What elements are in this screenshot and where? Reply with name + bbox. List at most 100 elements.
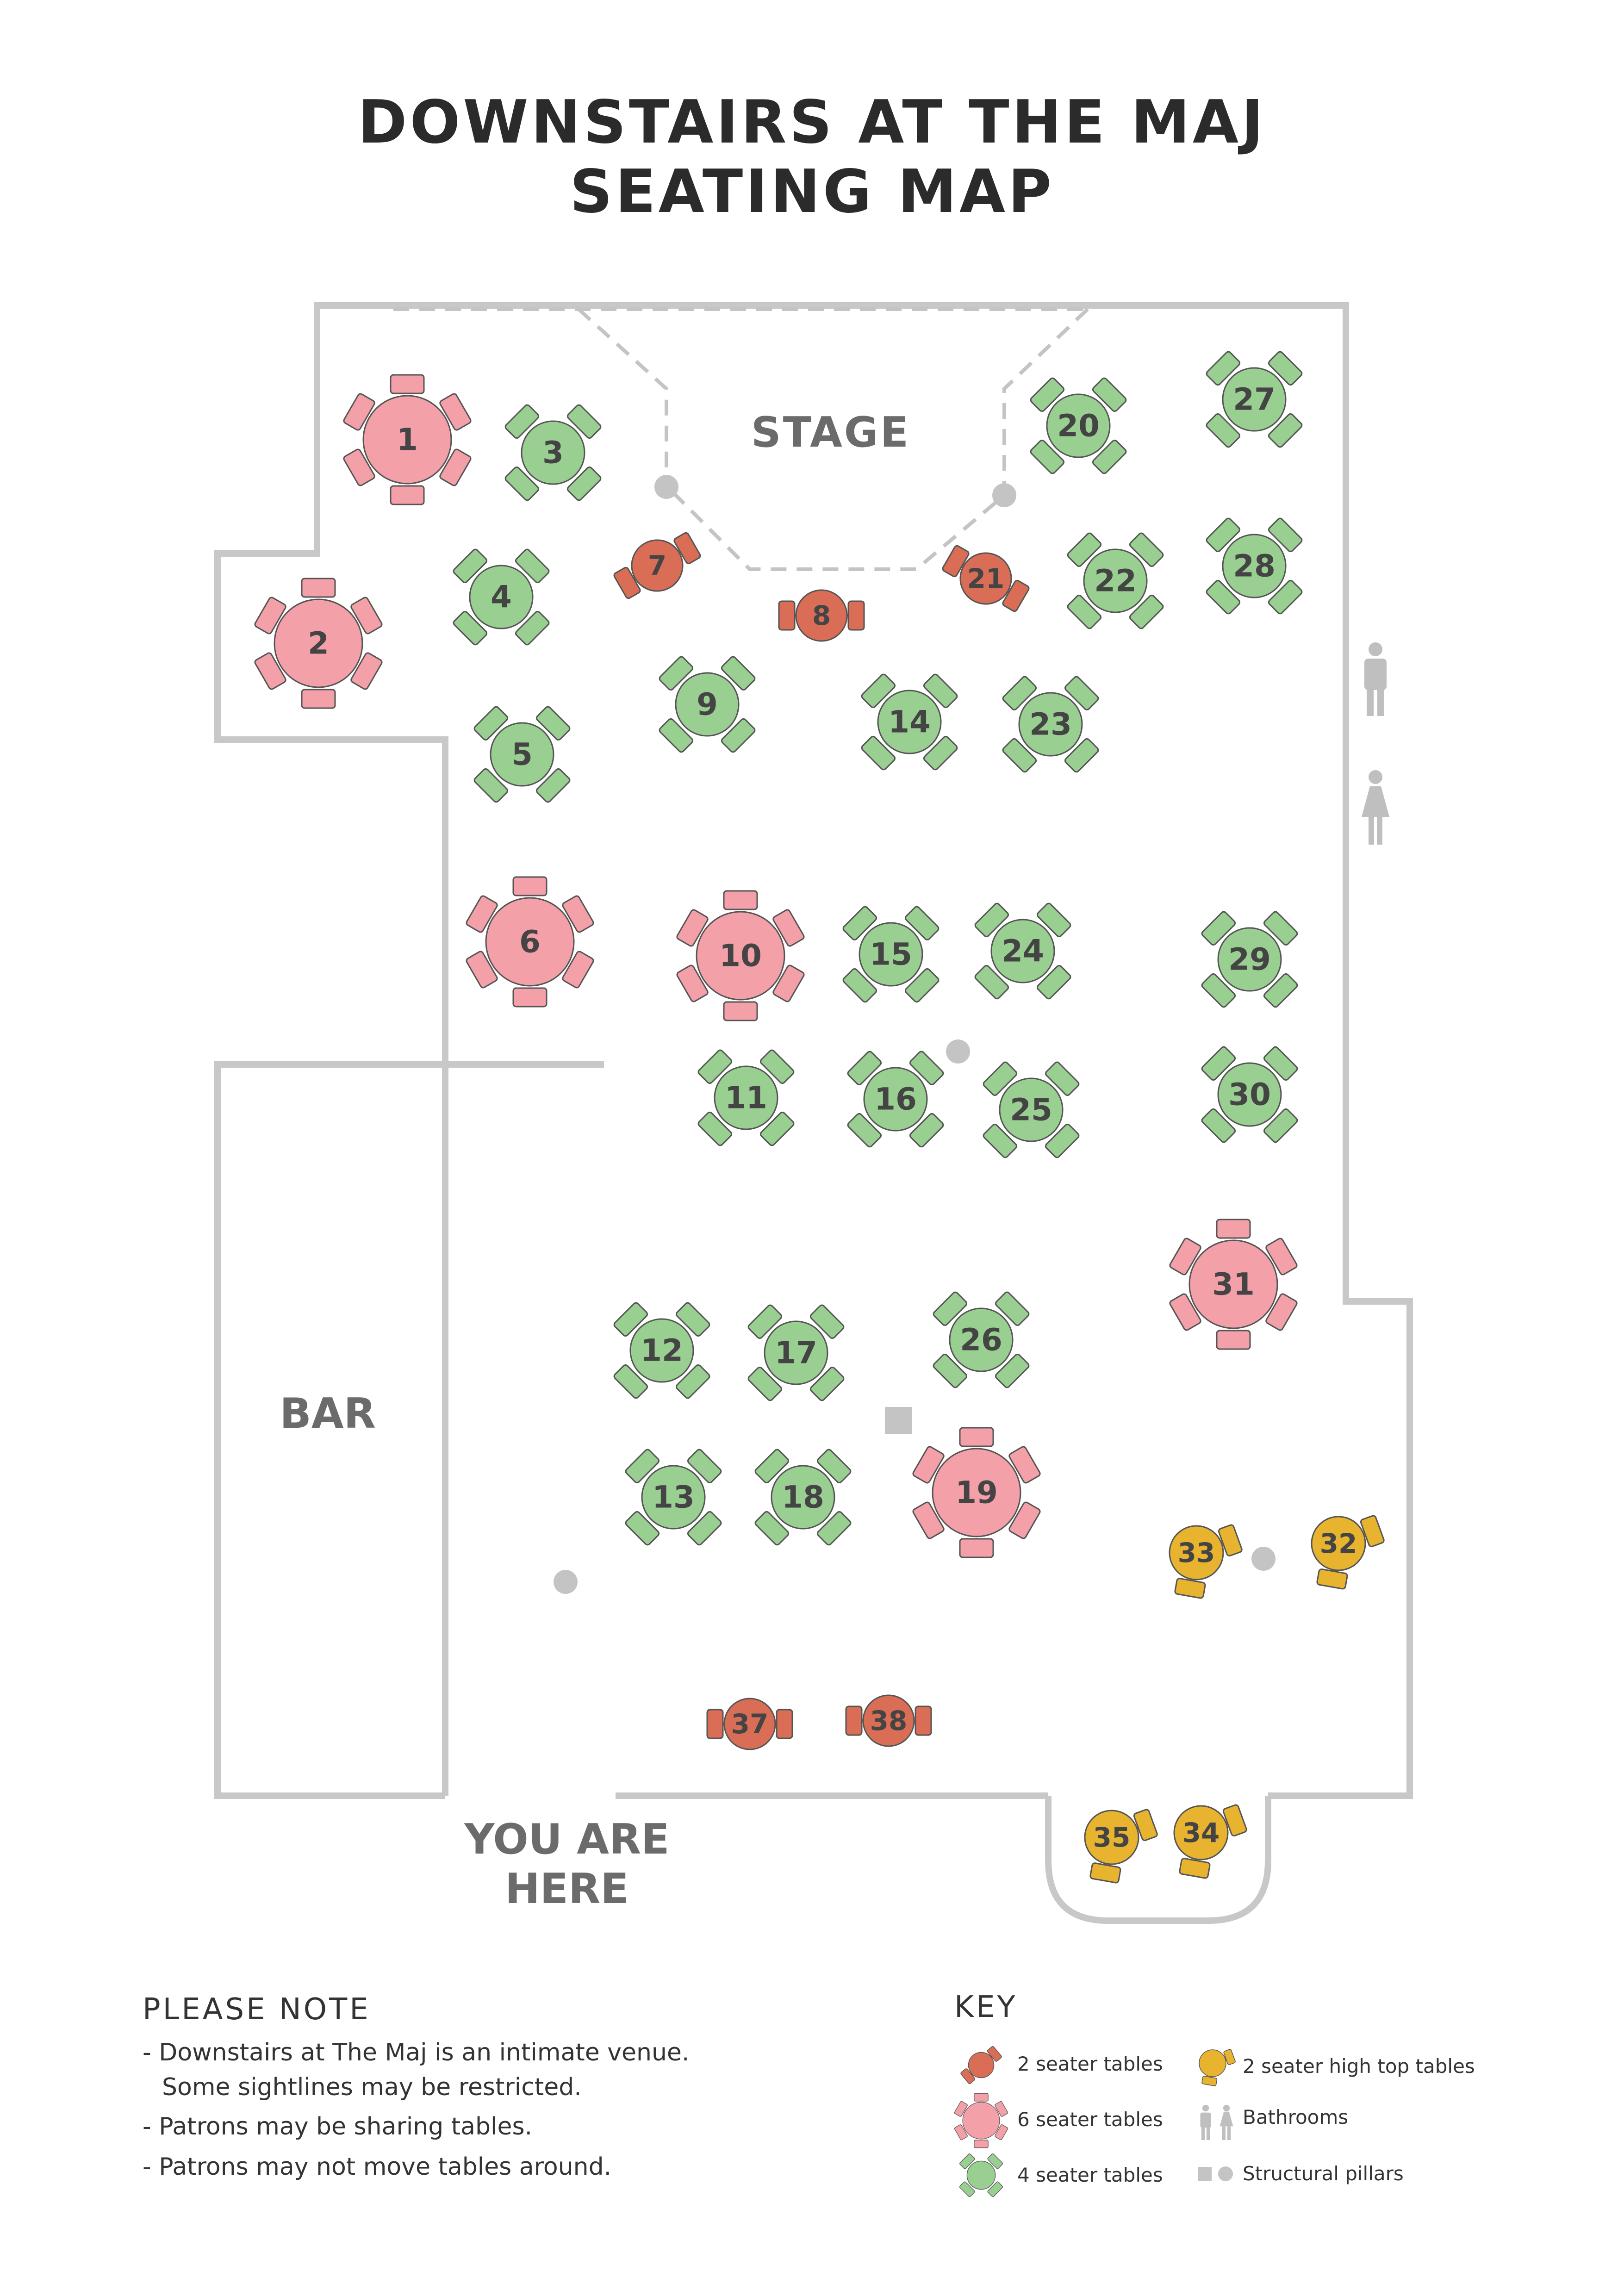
table-18[interactable]: 18 (754, 1449, 852, 1546)
chair (1064, 738, 1099, 773)
chair (987, 2153, 1003, 2169)
table-top (859, 922, 923, 987)
chair (1265, 1293, 1298, 1331)
chair (723, 1001, 758, 1021)
table-33[interactable]: 33 (1169, 1524, 1243, 1599)
chair (974, 2140, 989, 2148)
table-top (1222, 367, 1287, 432)
table-top (962, 2102, 1000, 2140)
table-29[interactable]: 29 (1201, 911, 1299, 1008)
note-line-2: Some sightlines may be restricted. (162, 2073, 582, 2101)
table-23[interactable]: 23 (1002, 676, 1100, 773)
chair (625, 1449, 660, 1484)
table-top (1217, 1062, 1282, 1127)
pillars (554, 475, 1276, 1594)
chair (974, 902, 1009, 938)
chair (959, 1538, 994, 1558)
chair (809, 1304, 845, 1339)
table-top (723, 1698, 776, 1750)
chair (1089, 1862, 1121, 1884)
table-28[interactable]: 28 (1206, 517, 1303, 615)
table-17[interactable]: 17 (747, 1304, 845, 1402)
chair (1263, 1108, 1298, 1143)
chair (1206, 351, 1241, 386)
table-top (968, 2052, 995, 2078)
chair (904, 906, 940, 941)
key-six-seater-icon[interactable] (954, 2093, 1008, 2148)
table-32[interactable]: 32 (1311, 1515, 1385, 1590)
chair (1067, 594, 1102, 629)
chair (1263, 1046, 1298, 1081)
chair (995, 1353, 1030, 1388)
walls (214, 302, 1413, 1924)
table-38[interactable]: 38 (845, 1694, 932, 1747)
table-4[interactable]: 4 (453, 548, 550, 646)
table-21[interactable]: 21 (936, 535, 1035, 622)
table-16[interactable]: 16 (847, 1051, 945, 1148)
table-34[interactable]: 34 (1173, 1804, 1247, 1879)
table-top (990, 919, 1055, 983)
chair (1206, 413, 1241, 448)
chair (861, 673, 896, 709)
chair (995, 1291, 1030, 1326)
chair (535, 768, 571, 803)
chair (706, 1709, 724, 1739)
table-number: 32 (1320, 1528, 1357, 1559)
key-two-seater-icon[interactable] (957, 2041, 1006, 2088)
chair (954, 2124, 968, 2140)
table-27[interactable]: 27 (1206, 351, 1303, 448)
table-number: 19 (955, 1475, 998, 1511)
key-high-top-icon[interactable] (1199, 2049, 1236, 2086)
table-number: 38 (870, 1705, 908, 1736)
chair (983, 1123, 1018, 1158)
table-8[interactable]: 8 (778, 589, 865, 642)
chair (439, 448, 472, 486)
table-6[interactable]: 6 (466, 876, 594, 1008)
table-37[interactable]: 37 (706, 1698, 793, 1750)
table-14[interactable]: 14 (861, 673, 958, 771)
bar-wall (214, 1061, 604, 1799)
chair (1218, 1524, 1243, 1557)
table-10[interactable]: 10 (676, 890, 805, 1021)
table-number: 17 (775, 1335, 817, 1371)
table-7[interactable]: 7 (608, 522, 707, 609)
table-22[interactable]: 22 (1067, 532, 1164, 630)
table-3[interactable]: 3 (504, 404, 602, 502)
table-20[interactable]: 20 (1030, 377, 1127, 475)
chair (1263, 973, 1298, 1008)
table-31[interactable]: 31 (1169, 1219, 1298, 1350)
chair (816, 1449, 852, 1484)
pillar-icon (946, 1039, 970, 1064)
chair (1002, 579, 1030, 612)
chair (676, 909, 709, 947)
table-12[interactable]: 12 (613, 1302, 711, 1400)
chair (1045, 1123, 1080, 1158)
chair (439, 393, 472, 431)
table-25[interactable]: 25 (983, 1061, 1080, 1159)
table-top (490, 722, 554, 787)
chair (613, 1364, 648, 1399)
table-2[interactable]: 2 (254, 578, 383, 709)
alcove-wall (1045, 1796, 1271, 1924)
chair (562, 895, 594, 933)
table-5[interactable]: 5 (473, 706, 571, 803)
chair (515, 548, 550, 584)
table-13[interactable]: 13 (625, 1449, 722, 1546)
table-35[interactable]: 35 (1084, 1809, 1158, 1884)
table-19[interactable]: 19 (912, 1427, 1041, 1558)
chair (816, 1511, 852, 1546)
pillar-icon (992, 483, 1016, 507)
table-30[interactable]: 30 (1201, 1046, 1299, 1144)
chair (1002, 738, 1037, 773)
table-15[interactable]: 15 (842, 906, 940, 1003)
table-9[interactable]: 9 (659, 656, 756, 753)
table-26[interactable]: 26 (933, 1291, 1030, 1389)
table-top (641, 1465, 706, 1530)
table-1[interactable]: 1 (343, 374, 472, 505)
key-four-seater-icon[interactable] (959, 2153, 1003, 2197)
chair (504, 404, 540, 439)
please-note-heading: PLEASE NOTE (143, 1992, 371, 2027)
chair (1201, 973, 1236, 1008)
table-11[interactable]: 11 (697, 1049, 795, 1147)
table-24[interactable]: 24 (974, 902, 1072, 1000)
